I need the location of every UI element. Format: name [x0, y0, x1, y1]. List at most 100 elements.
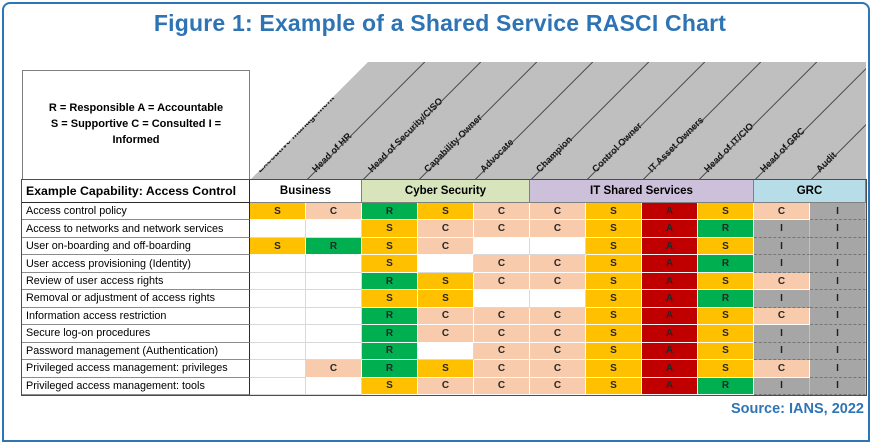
group-header-grc: GRC	[754, 180, 866, 203]
legend-line-2: S = Supportive C = Consulted I =	[50, 118, 222, 131]
rasci-cell: S	[586, 255, 642, 273]
group-header-it-shared-services: IT Shared Services	[530, 180, 754, 203]
rasci-cell: I	[810, 377, 866, 395]
rasci-cell: I	[754, 255, 810, 273]
rasci-cell: I	[754, 377, 810, 395]
rasci-cell: C	[754, 272, 810, 291]
rasci-cell: C	[418, 237, 474, 256]
rasci-cell: I	[810, 220, 866, 238]
row-label-privileged-access-management-tools: Privileged access management: tools	[22, 377, 250, 395]
legend-line-3: Informed	[112, 133, 160, 146]
header-divider-line	[530, 62, 653, 180]
rasci-cell	[306, 342, 362, 361]
rasci-cell: R	[698, 290, 754, 308]
row-label-removal-or-adjustment-of-access-rights: Removal or adjustment of access rights	[22, 290, 250, 308]
rasci-cell: C	[530, 203, 586, 221]
rasci-cell: C	[418, 307, 474, 326]
rasci-cell: S	[586, 290, 642, 308]
rasci-cell: I	[810, 272, 866, 291]
rasci-cell	[306, 377, 362, 395]
rasci-cell: S	[698, 325, 754, 343]
rasci-table: R = Responsible A = Accountable S = Supp…	[21, 62, 867, 396]
rasci-cell: I	[754, 342, 810, 361]
rasci-legend: R = Responsible A = Accountable S = Supp…	[22, 70, 250, 180]
rasci-cell	[250, 272, 306, 291]
rasci-cell: C	[530, 360, 586, 378]
rasci-cell: C	[418, 377, 474, 395]
rasci-cell: R	[362, 342, 418, 361]
rasci-cell: A	[642, 255, 698, 273]
rasci-cell: C	[418, 325, 474, 343]
rasci-cell	[474, 290, 530, 308]
rasci-cell: S	[586, 307, 642, 326]
rasci-cell: S	[362, 290, 418, 308]
rasci-cell: A	[642, 325, 698, 343]
rasci-cell: A	[642, 220, 698, 238]
rasci-cell: I	[810, 360, 866, 378]
rasci-cell: R	[362, 325, 418, 343]
row-label-secure-log-on-procedures: Secure log-on procedures	[22, 325, 250, 343]
rasci-cell: S	[250, 237, 306, 256]
rasci-cell: C	[306, 203, 362, 221]
rasci-cell: C	[754, 203, 810, 221]
rasci-cell: I	[754, 220, 810, 238]
rasci-cell: A	[642, 290, 698, 308]
rasci-cell	[250, 290, 306, 308]
rasci-cell: C	[530, 272, 586, 291]
rasci-cell: S	[418, 272, 474, 291]
rasci-cell	[306, 220, 362, 238]
rasci-cell: R	[362, 360, 418, 378]
rasci-cell: I	[810, 237, 866, 256]
rasci-cell: A	[642, 377, 698, 395]
header-divider-line	[698, 62, 821, 180]
rasci-cell: C	[474, 272, 530, 291]
rasci-cell: C	[474, 360, 530, 378]
rasci-cell: R	[362, 203, 418, 221]
header-divider-line	[586, 62, 709, 180]
header-divider-line	[642, 62, 765, 180]
rasci-cell: S	[362, 237, 418, 256]
rasci-cell: R	[698, 377, 754, 395]
rasci-cell	[418, 342, 474, 361]
rasci-cell: S	[698, 203, 754, 221]
rasci-cell: S	[698, 237, 754, 256]
rasci-cell: C	[474, 307, 530, 326]
rasci-cell: C	[474, 377, 530, 395]
row-label-information-access-restriction: Information access restriction	[22, 307, 250, 326]
rasci-cell	[418, 255, 474, 273]
source-note: Source: IANS, 2022	[731, 401, 864, 417]
rasci-cell: S	[418, 203, 474, 221]
rasci-cell: I	[810, 203, 866, 221]
rasci-cell	[250, 255, 306, 273]
rasci-cell: I	[754, 290, 810, 308]
rasci-cell: C	[530, 342, 586, 361]
rasci-cell: R	[698, 220, 754, 238]
rasci-cell: C	[754, 360, 810, 378]
rasci-cell: I	[810, 342, 866, 361]
row-label-user-on-boarding-and-off-boarding: User on-boarding and off-boarding	[22, 237, 250, 256]
rasci-cell: C	[530, 325, 586, 343]
rasci-cell: S	[586, 203, 642, 221]
row-label-user-access-provisioning-identity: User access provisioning (Identity)	[22, 255, 250, 273]
rasci-cell: R	[698, 255, 754, 273]
rasci-cell: C	[530, 377, 586, 395]
rasci-cell: S	[362, 377, 418, 395]
group-header-business: Business	[250, 180, 362, 203]
row-label-access-to-networks-and-network-services: Access to networks and network services	[22, 220, 250, 238]
header-divider-line	[474, 62, 597, 180]
rasci-cell: C	[306, 360, 362, 378]
rasci-cell	[306, 325, 362, 343]
figure-title: Figure 1: Example of a Shared Service RA…	[153, 10, 727, 36]
header-divider-line	[418, 62, 541, 180]
rasci-cell: I	[754, 325, 810, 343]
rasci-cell	[250, 377, 306, 395]
rasci-cell: C	[474, 255, 530, 273]
rasci-cell: S	[586, 325, 642, 343]
rasci-cell: A	[642, 272, 698, 291]
rasci-cell: C	[474, 342, 530, 361]
legend-line-1: R = Responsible A = Accountable	[48, 102, 224, 115]
rasci-cell	[250, 360, 306, 378]
rasci-cell: I	[810, 307, 866, 326]
